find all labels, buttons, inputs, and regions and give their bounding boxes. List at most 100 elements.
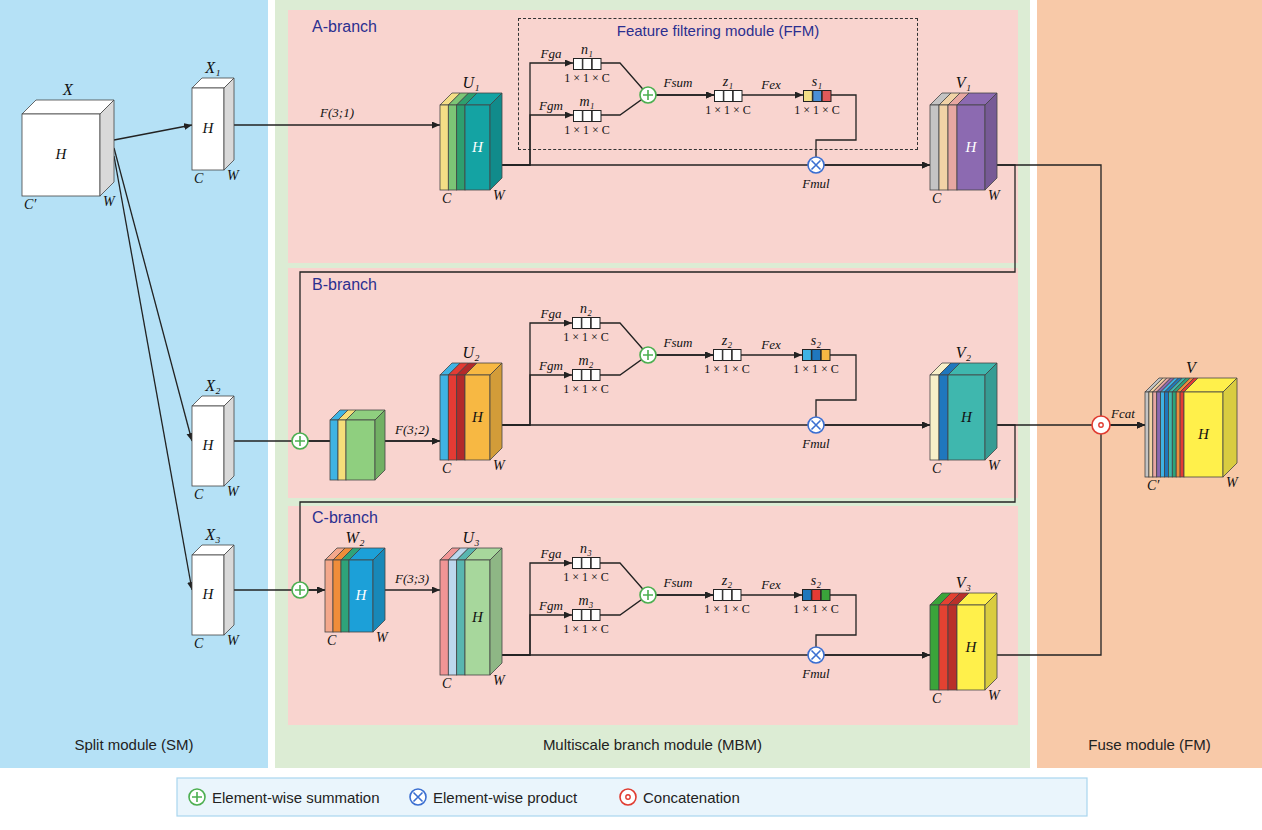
axis-label: W [493,188,505,204]
operation-label: Fmul [802,177,829,190]
vector-box: z₂1 × 1 × C [713,589,741,601]
tensor-cube: V₃HWC [930,593,997,690]
tensor-slice [1161,392,1165,477]
tensor-slice [1180,392,1184,477]
axis-label: H [203,437,214,454]
tensor-cube: W₂HWC [325,548,385,632]
axis-label: C [442,461,451,477]
tensor-slice [1172,392,1176,477]
connector [300,425,1015,590]
axis-label: C′ [1147,478,1159,494]
vector-cell [591,610,600,621]
legend-frame [177,778,1087,816]
concat-circle [620,789,636,805]
vector-label: s₂ [811,333,821,349]
vector-cell [591,318,600,329]
axis-label: H [1198,426,1209,443]
connector [114,148,192,441]
connector [997,424,1145,425]
tensor-cube: U₂HWC [440,363,502,460]
vector-cell [573,610,582,621]
vector-box: s₂1 × 1 × C [802,349,830,361]
tensor-cube: VHWC′ [1145,378,1237,477]
connector [601,95,714,115]
tensor-slice [1176,392,1180,477]
operation-label: Fmul [802,667,829,680]
connector [114,156,192,590]
axis-label: W [227,633,239,649]
tensor-side [490,548,502,675]
branch-label: C-branch [312,509,378,527]
axis-label: C [194,487,203,503]
concat-symbol [620,789,636,805]
tensor-slice [1149,392,1153,477]
dimension-label: 1 × 1 × C [564,123,610,138]
tensor-slice [930,605,939,690]
axis-label: H [203,586,214,603]
tensor-figure [440,363,502,460]
product-symbol [410,789,426,805]
tensor-slice [1165,392,1169,477]
axis-label: H [472,139,483,156]
axis-label: H [966,139,977,156]
axis-label: W [227,168,239,184]
module-band: Multiscale branch module (MBM)A-branchFe… [275,0,1030,768]
tensor-figure [930,93,997,190]
tensor-slice [457,560,465,675]
module-band: Split module (SM)XHWC′X₁HWCX₂HWCX₃HWC [0,0,268,768]
axis-label: H [203,120,214,137]
tensor-slice [930,105,939,190]
connector [997,165,1145,425]
tensor-slice [440,375,448,460]
vector-cell [574,59,583,70]
vector-cell [732,350,741,361]
connector [300,165,1015,441]
tensor-slice [192,406,224,486]
vector-label: z₁ [723,74,733,90]
tensor-slice [440,560,448,675]
tensor-side [985,593,997,690]
tensor-slice [465,375,490,460]
product-cross [414,793,423,802]
axis-label: H [961,409,972,426]
vector-cell [714,350,723,361]
operation-label: F(3;1) [320,106,354,119]
vector-box: z₂1 × 1 × C [713,349,741,361]
tensor-label: X₁ [205,59,220,77]
vector-cell [573,318,582,329]
operation-label: Fex [761,338,780,351]
tensor-slice [939,375,948,460]
vector-cell [733,91,742,102]
tensor-slice [457,375,465,460]
operation-label: Fsum [664,76,693,89]
vector-cell [591,370,600,381]
vector-figure [573,110,601,122]
sum-circle [189,789,205,805]
dimension-label: 1 × 1 × C [705,103,751,118]
tensor-side [373,548,385,632]
tensor-slice [440,105,448,190]
operation-label: Fex [761,578,780,591]
vector-label: s₂ [811,573,821,589]
concat-dot [626,795,630,799]
vector-label: m₃ [579,593,594,609]
axis-label: C [442,676,451,692]
axis-label: H [356,587,367,604]
vector-label: n₂ [580,301,592,317]
vector-box: n₁1 × 1 × C [573,58,601,70]
tensor-figure [1145,378,1237,477]
operation-label: Fga [541,47,562,60]
tensor-label: U₁ [462,74,479,92]
operation-label: Fga [541,547,562,560]
legend-text: Element-wise product [433,789,577,806]
vector-figure [572,369,600,381]
vector-cell [573,558,582,569]
connector [600,323,713,355]
connector [600,355,713,375]
connector [742,94,803,95]
operation-label: Fsum [664,576,693,589]
module-label: Multiscale branch module (MBM) [543,736,762,753]
vector-label: n₃ [580,541,592,557]
vector-figure [803,90,831,102]
